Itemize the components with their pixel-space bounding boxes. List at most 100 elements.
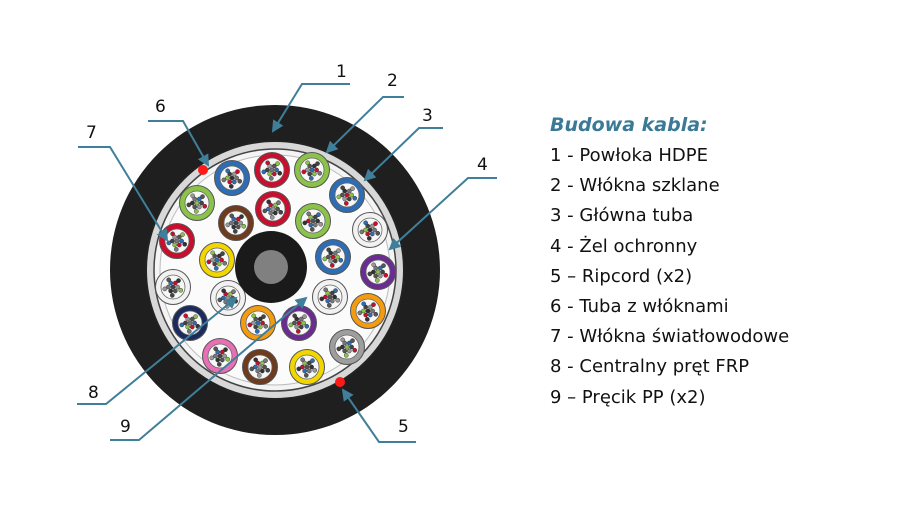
optical-fiber (332, 294, 337, 300)
optical-fiber (365, 223, 371, 229)
optical-fiber (190, 193, 195, 199)
optical-fiber (227, 179, 232, 185)
callout-number-9: 9 (120, 417, 131, 437)
callout-leader-9 (110, 296, 308, 441)
optical-fiber (174, 238, 180, 244)
optical-fiber (239, 214, 244, 219)
optical-fiber (305, 160, 310, 166)
optical-fiber (206, 259, 212, 265)
optical-fiber (269, 215, 275, 220)
callout-leaders (77, 83, 497, 443)
optical-fiber (377, 265, 383, 271)
optical-fiber (263, 323, 269, 329)
central-frp-rod (254, 250, 288, 284)
optical-fiber (328, 250, 334, 256)
optical-fiber (217, 353, 223, 359)
legend-item-1: 1 - Powłoka HDPE (550, 145, 708, 166)
optical-fiber (346, 348, 352, 354)
fiber-tube-red (254, 152, 290, 188)
optical-fiber (215, 349, 220, 355)
optical-fiber (308, 176, 314, 181)
fiber-tube-pink (202, 338, 238, 374)
fiber-tube-navy (172, 305, 208, 341)
optical-fiber (216, 362, 222, 367)
optical-fiber (219, 257, 224, 263)
optical-fiber (185, 316, 190, 322)
optical-fiber (350, 338, 355, 343)
optical-fiber (311, 171, 317, 177)
optical-fiber (222, 260, 228, 266)
optical-fiber (346, 340, 352, 346)
optical-fiber (373, 221, 378, 226)
fiber-tube-brown (242, 349, 278, 385)
callout-leader-4 (388, 177, 497, 251)
optical-fiber (272, 202, 278, 208)
optical-fiber (187, 320, 193, 326)
optical-fiber (200, 194, 205, 199)
optical-fiber (217, 297, 223, 303)
optical-fiber (262, 364, 267, 370)
optical-fiber (309, 364, 314, 370)
callout-number-1: 1 (336, 62, 347, 82)
optical-fiber (317, 170, 323, 176)
optical-fiber (189, 316, 195, 322)
optical-fiber (335, 297, 341, 303)
optical-fiber (178, 287, 184, 293)
optical-fiber (219, 357, 225, 363)
fiber-tube-yellow (289, 349, 325, 385)
optical-fiber (176, 278, 181, 283)
fiber-tube-brown (218, 205, 254, 241)
optical-fiber (231, 289, 236, 294)
optical-fiber (302, 314, 307, 319)
optical-fiber (369, 231, 375, 237)
optical-fiber (323, 294, 328, 300)
optical-fiber (373, 265, 379, 271)
optical-fiber (312, 367, 318, 373)
optical-fiber (329, 290, 335, 296)
fiber-tube-white (312, 279, 348, 315)
optical-fiber (199, 200, 204, 206)
optical-fiber (241, 223, 247, 229)
optical-fiber (251, 313, 256, 319)
optical-fiber (213, 346, 218, 352)
optical-fiber (303, 373, 309, 378)
optical-fiber (225, 295, 231, 301)
optical-fiber (169, 293, 175, 298)
optical-fiber (275, 161, 280, 166)
fiber-tube-grey (329, 329, 365, 365)
optical-fiber (308, 214, 314, 220)
optical-fiber (343, 353, 349, 358)
optical-fiber (340, 337, 345, 343)
optical-fiber (373, 273, 379, 279)
optical-fiber (219, 349, 225, 355)
optical-fiber (235, 216, 241, 222)
optical-fiber (268, 202, 274, 208)
optical-fiber (276, 200, 281, 205)
optical-fiber (373, 311, 379, 317)
optical-fiber (298, 316, 304, 322)
optical-fiber (263, 358, 268, 363)
ripcords (198, 165, 345, 387)
optical-fiber (309, 167, 315, 173)
optical-fiber (336, 248, 341, 253)
optical-fiber (259, 368, 265, 374)
optical-fiber (275, 206, 280, 212)
legend-item-7: 7 - Włókna światłowodowe (550, 326, 790, 348)
optical-fiber (306, 360, 312, 366)
optical-fiber (312, 222, 318, 228)
optical-fiber (352, 347, 358, 353)
optical-fiber (221, 177, 227, 183)
optical-fiber (370, 308, 375, 314)
optical-fiber (296, 320, 302, 326)
optical-fiber (325, 290, 331, 296)
optical-fiber (166, 240, 172, 246)
optical-fiber (238, 220, 243, 226)
optical-fiber (298, 324, 304, 330)
optical-fiber (367, 304, 373, 310)
optical-fiber (330, 254, 336, 260)
optical-fiber (309, 227, 315, 232)
callout-leader-5 (341, 388, 416, 443)
optical-fiber (262, 208, 268, 214)
optical-fiber (271, 171, 277, 177)
optical-fiber (361, 301, 366, 307)
